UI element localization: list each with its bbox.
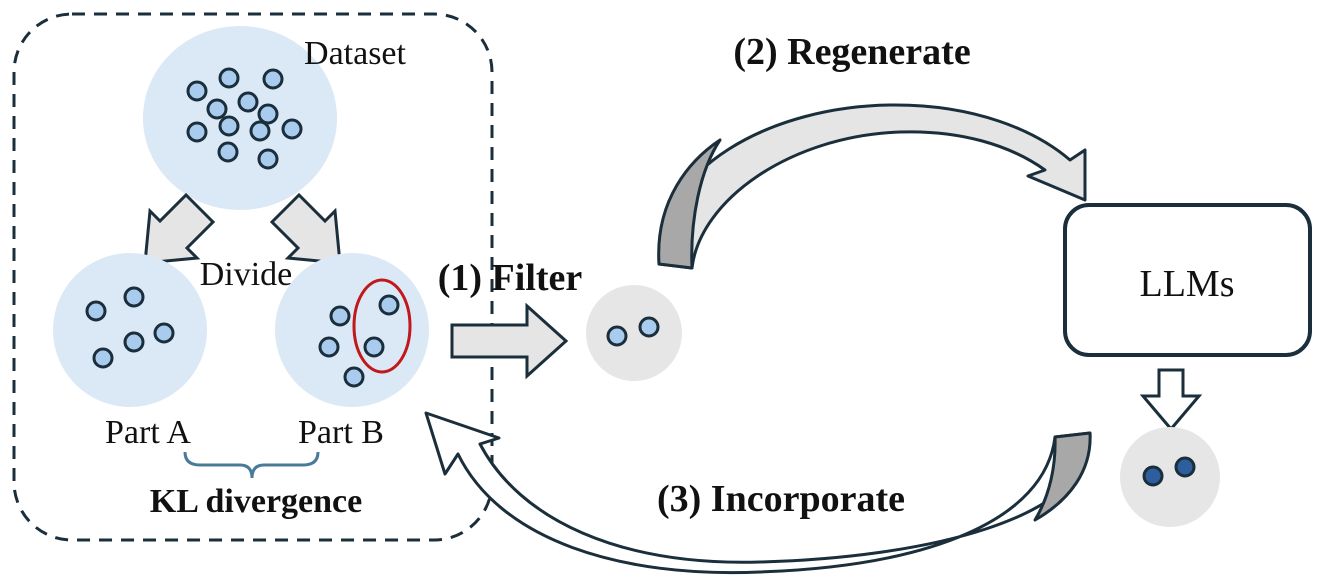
kl-divergence-label: KL divergence bbox=[150, 483, 362, 520]
filter-arrow-icon bbox=[450, 302, 569, 380]
comparison-brace bbox=[183, 451, 320, 479]
step-incorporate-label: (3) Incorporate bbox=[657, 478, 905, 520]
step-regenerate-label: (2) Regenerate bbox=[733, 31, 970, 73]
filtered-subset bbox=[586, 285, 682, 381]
llms-label: LLMs bbox=[1140, 263, 1235, 305]
part-b-label: Part B bbox=[298, 414, 384, 451]
divide-arrow-left-icon bbox=[143, 192, 216, 265]
dataset-label: Dataset bbox=[304, 35, 407, 72]
generate-arrow-icon bbox=[1139, 368, 1203, 432]
step-filter-label: (1) Filter bbox=[438, 257, 583, 299]
part-a-cluster bbox=[53, 253, 207, 407]
generated-subset bbox=[1120, 427, 1220, 527]
divide-arrow-right-icon bbox=[269, 192, 342, 265]
part-b-cluster bbox=[275, 253, 429, 407]
dataset-cluster bbox=[143, 26, 337, 210]
llms-box bbox=[1063, 203, 1312, 357]
dataset-container bbox=[12, 12, 494, 542]
divide-label: Divide bbox=[200, 256, 293, 293]
part-a-label: Part A bbox=[105, 414, 191, 451]
regenerate-arrow-icon bbox=[657, 103, 1087, 270]
incorporate-arrow-icon bbox=[424, 411, 1092, 575]
selected-subset-ring bbox=[352, 278, 412, 374]
